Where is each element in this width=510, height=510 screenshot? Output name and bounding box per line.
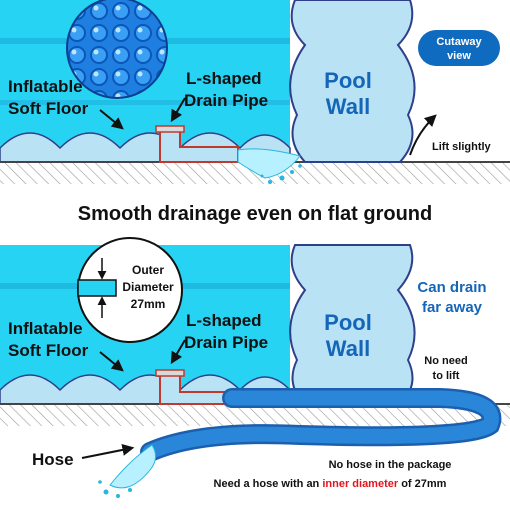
bottom-pipe-label-2: Drain Pipe: [184, 333, 268, 352]
note-prefix: Need a hose with an: [214, 478, 323, 490]
bottom-ground: [0, 404, 510, 426]
cutaway-badge-text-2: view: [447, 50, 471, 62]
top-water-splash: [237, 148, 301, 179]
nolift-label-1: No need: [424, 355, 467, 367]
hose-water-splash: [109, 444, 156, 489]
cutaway-badge-line1: Cutaway: [436, 36, 482, 48]
top-pipe-label-1: L-shaped: [186, 69, 262, 88]
note-hose-diameter: Need a hose with an inner diameter of 27…: [214, 478, 447, 490]
bubble-detail-circle: [66, 0, 168, 99]
diameter-pipe-section: [77, 279, 117, 297]
cutaway-badge-line2: view: [447, 50, 471, 62]
drain-label-2: far away: [422, 299, 483, 316]
hose-highlight: [142, 390, 499, 460]
cutaway-badge: [418, 30, 500, 66]
top-splash-drops: [260, 164, 302, 184]
top-wall-label-1: Pool: [324, 68, 372, 93]
top-water-stripe-2: [0, 100, 290, 105]
note-suffix: of 27mm: [398, 478, 447, 490]
diameter-text-2: Diameter: [122, 280, 174, 294]
top-floor-label-1: Inflatable: [8, 77, 83, 96]
note-no-hose: No hose in the package: [329, 459, 452, 471]
hose-arrow: [81, 443, 135, 459]
bottom-pipe-arrow: [170, 339, 186, 365]
diameter-text-3: 27mm: [131, 297, 166, 311]
note-highlight: inner diameter: [322, 478, 399, 490]
top-floor-label-2: Soft Floor: [8, 99, 89, 118]
lift-label: Lift slightly: [432, 141, 492, 153]
top-pool-wall: [289, 0, 416, 163]
hose-splash-drops: [98, 480, 132, 498]
nolift-label-2: to lift: [433, 370, 460, 382]
bottom-pipe-label-1: L-shaped: [186, 311, 262, 330]
bottom-floor-arrow: [99, 351, 124, 372]
top-pipe-arrow: [170, 97, 186, 123]
top-pipe-label-2: Drain Pipe: [184, 91, 268, 110]
top-floor-arrow: [99, 109, 124, 130]
bottom-wall-label-2: Wall: [326, 336, 370, 361]
top-pipe-flange: [155, 125, 185, 133]
labels: Inflatable Soft Floor L-shaped Drain Pip…: [8, 36, 492, 490]
top-wall-label-2: Wall: [326, 94, 370, 119]
lift-arrow: [409, 114, 437, 156]
cutaway-badge-text-1: Cutaway: [436, 36, 482, 48]
bottom-panel: [0, 237, 510, 498]
bottom-floor-label-2: Soft Floor: [8, 341, 89, 360]
hose-label: Hose: [32, 450, 74, 469]
top-panel: [0, 0, 510, 184]
bottom-floor-label-1: Inflatable: [8, 319, 83, 338]
diameter-text-1: Outer: [132, 263, 164, 277]
headline: Smooth drainage even on flat ground: [78, 203, 432, 225]
bottom-pipe-flange: [155, 369, 185, 377]
drain-label-1: Can drain: [417, 279, 486, 296]
bottom-wall-label-1: Pool: [324, 310, 372, 335]
